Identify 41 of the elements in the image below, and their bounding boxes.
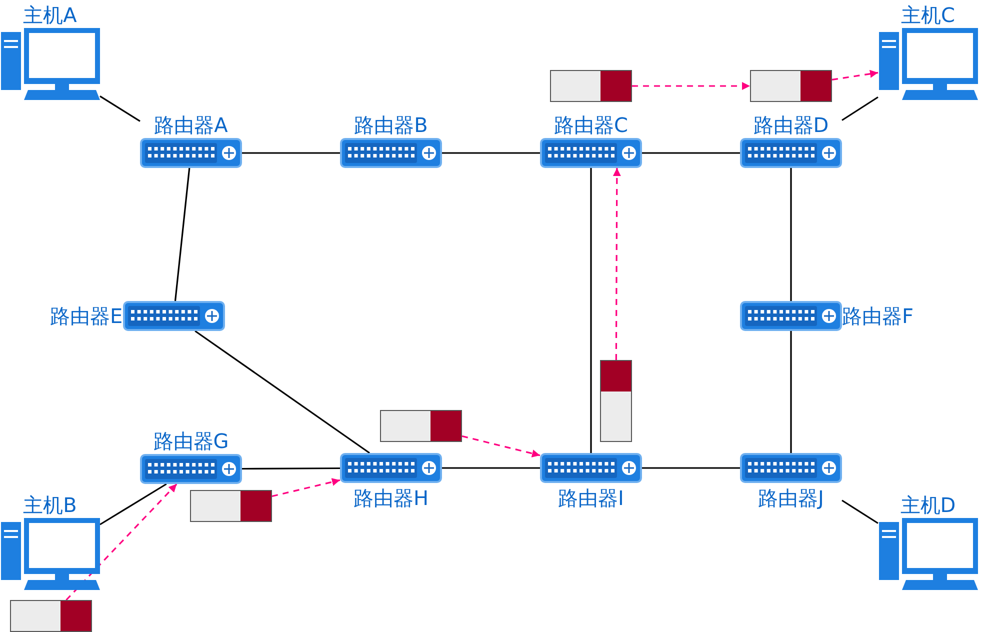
router-label: 路由器J xyxy=(758,485,824,511)
link-line xyxy=(790,168,792,301)
link-line xyxy=(242,467,340,470)
host-label: 主机B xyxy=(23,492,77,518)
packet-block xyxy=(550,70,632,102)
router-label: 路由器B xyxy=(354,112,428,138)
dashed-arrow xyxy=(462,435,540,458)
dashed-arrow xyxy=(832,70,878,80)
dashed-arrow xyxy=(272,478,340,498)
link-line xyxy=(442,467,540,469)
link-line xyxy=(842,500,878,524)
dashed-arrow xyxy=(66,483,178,601)
host-label: 主机A xyxy=(23,2,77,28)
dashed-arrow xyxy=(612,168,621,360)
link-line xyxy=(442,152,540,154)
router-label: 路由器D xyxy=(753,112,829,138)
router-label: 路由器C xyxy=(554,112,628,138)
packet-block xyxy=(190,490,272,522)
link-line xyxy=(194,330,370,454)
router-label: 路由器F xyxy=(842,303,914,329)
router-label: 路由器I xyxy=(558,485,624,511)
router-label: 路由器A xyxy=(154,112,228,138)
router-label: 路由器E xyxy=(50,303,123,329)
host-label: 主机C xyxy=(901,2,955,28)
link-line xyxy=(100,483,167,526)
router-label: 路由器G xyxy=(153,428,229,454)
link-line xyxy=(174,168,190,302)
router-label: 路由器H xyxy=(353,485,429,511)
host-label: 主机D xyxy=(900,492,956,518)
packet-block xyxy=(750,70,832,102)
packet-block xyxy=(600,360,632,442)
link-line xyxy=(642,467,740,469)
link-line xyxy=(790,331,792,453)
link-line xyxy=(590,168,592,453)
packet-block xyxy=(380,410,462,442)
dashed-arrow xyxy=(632,82,750,90)
link-line xyxy=(242,152,340,154)
packet-block xyxy=(10,600,92,632)
link-line xyxy=(842,96,878,121)
link-line xyxy=(642,152,740,154)
link-line xyxy=(100,96,140,122)
